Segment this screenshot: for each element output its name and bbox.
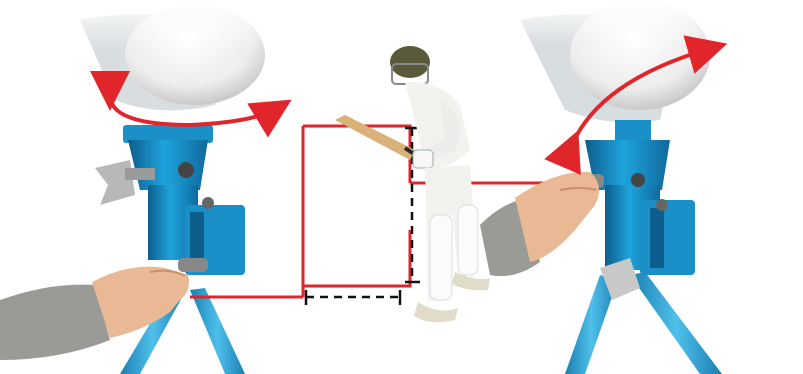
right-clamp-block (640, 200, 695, 275)
left-wing-knob (95, 160, 135, 205)
shoe (414, 302, 458, 322)
left-adjust-screw (178, 258, 208, 272)
right-tripod-leg (630, 272, 722, 374)
right-bolt (631, 173, 645, 187)
left-operator-hand (0, 267, 189, 360)
left-hand (92, 267, 189, 338)
right-operator-hand (480, 172, 599, 276)
left-bolt (178, 162, 194, 178)
helmet (390, 46, 430, 78)
left-sleeve (0, 285, 110, 360)
leg-pad (430, 215, 452, 300)
right-hand (515, 172, 599, 262)
left-bolt (202, 197, 214, 209)
left-yoke (128, 140, 208, 190)
leg-pad (458, 205, 478, 275)
line-and-length-frame (303, 126, 410, 183)
glove (413, 150, 433, 168)
left-tripod-leg (190, 288, 245, 374)
cricket-bat (335, 115, 415, 160)
right-bolt (656, 199, 668, 211)
